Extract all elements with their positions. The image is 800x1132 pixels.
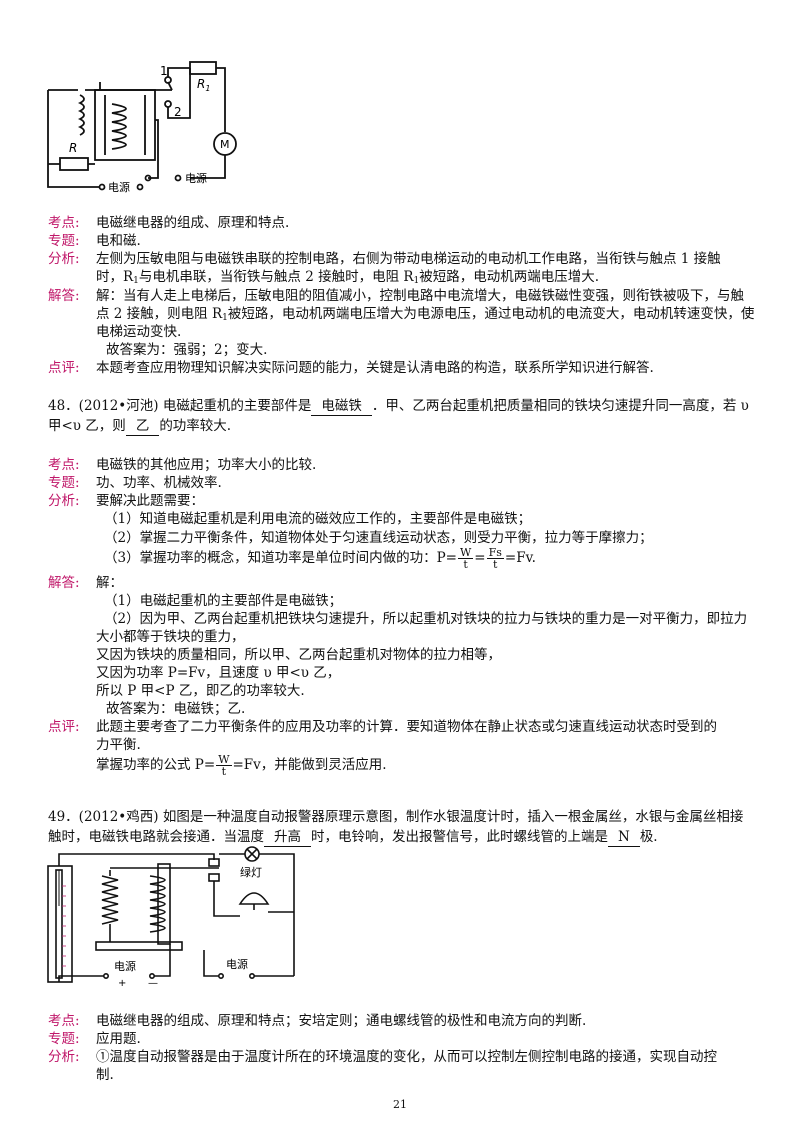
s48-kaodian: 电磁铁的其他应用；功率大小的比较. [96, 457, 317, 473]
q49-blank-1: 升高 [264, 828, 311, 847]
s48-answer: 故答案为：电磁铁；乙. [106, 701, 246, 717]
zhuanti-label: 专题: [48, 475, 80, 491]
r-label: R [69, 141, 77, 155]
page-number: 21 [393, 1098, 407, 1111]
s47-jieda-line2: 点 2 接触，则电阻 R1被短路，电动机两端电压增大为电源电压，通过电动机的电流… [96, 306, 755, 323]
s47-answer: 故答案为：强弱；2；变大. [106, 342, 268, 358]
s47-fenxi-line2: 时，R1与电机串联，当衔铁与触点 2 接触时，电阻 R1被短路，电动机两端电压增… [96, 269, 600, 286]
s48-jieda-line7: 所以 P 甲<P 乙，即乙的功率较大. [96, 683, 305, 699]
s48-fenxi-line1: 要解决此题需要： [96, 493, 204, 509]
q49-line2: 触时，电磁铁电路就会接通．当温度升高时，电铃响，发出报警信号，此时螺线管的上端是… [48, 828, 658, 847]
contact-1-label: 1 [160, 64, 168, 78]
q49-blank-2: N [608, 828, 640, 847]
q48-blank-1: 电磁铁 [311, 397, 372, 416]
source-label-2: 电源 [185, 171, 207, 185]
q48-line1: 48．(2012•河池) 电磁起重机的主要部件是电磁铁．甲、乙两台起重机把质量相… [48, 397, 749, 416]
s47-kaodian: 电磁继电器的组成、原理和特点. [96, 215, 290, 231]
kaodian-label: 考点: [48, 1013, 80, 1029]
plus-sign: + [118, 978, 126, 986]
s48-jieda-line2: （1）电磁起重机的主要部件是电磁铁； [104, 593, 343, 609]
figure-temperature-alarm-circuit: 绿灯 电源 电源 + — [47, 846, 295, 986]
jieda-label: 解答: [48, 288, 80, 304]
s47-fenxi-line1: 左侧为压敏电阻与电磁铁串联的控制电路，右侧为带动电梯运动的电动机工作电路，当衔铁… [96, 251, 721, 267]
s49-zhuanti: 应用题. [96, 1031, 141, 1047]
s48-fenxi-line3: （2）掌握二力平衡条件，知道物体处于匀速直线运动状态，则受力平衡，拉力等于摩擦力… [104, 530, 653, 546]
s47-dianping: 本题考查应用物理知识解决实际问题的能力，关键是认清电路的构造，联系所学知识进行解… [96, 360, 654, 376]
source-label-2: 电源 [226, 957, 248, 971]
zhuanti-label: 专题: [48, 233, 80, 249]
r1-label: R1 [197, 77, 210, 93]
s47-jieda-line1: 解：当有人走上电梯后，压敏电阻的阻值减小，控制电路中电流增大，电磁铁磁性变强，则… [96, 288, 744, 304]
s49-fenxi-line2: 制. [96, 1067, 114, 1083]
fenxi-label: 分析: [48, 251, 80, 267]
s48-dianping-line1: 此题主要考查了二力平衡条件的应用及功率的计算．要知道物体在静止状态或匀速直线运动… [96, 719, 717, 735]
jieda-label: 解答: [48, 575, 80, 591]
source-label-1: 电源 [108, 180, 130, 194]
s49-fenxi-line1: ①温度自动报警器是由于温度计所在的环境温度的变化，从而可以控制左侧控制电路的接通… [96, 1049, 717, 1065]
kaodian-label: 考点: [48, 457, 80, 473]
q49-line1: 49．(2012•鸡西) 如图是一种温度自动报警器原理示意图，制作水银温度计时，… [48, 809, 744, 825]
dianping-label: 点评: [48, 360, 80, 376]
s47-jieda-line3: 电梯运动变快. [96, 324, 182, 340]
s48-jieda-line1: 解： [96, 575, 123, 591]
contact-2-label: 2 [174, 105, 182, 119]
s47-zhuanti: 电和磁. [96, 233, 141, 249]
s48-zhuanti: 功、功率、机械效率. [96, 475, 222, 491]
green-lamp-label: 绿灯 [240, 865, 262, 879]
s48-fenxi-line2: （1）知道电磁起重机是利用电流的磁效应工作的，主要部件是电磁铁； [104, 511, 532, 527]
q48-blank-2: 乙 [125, 417, 160, 436]
s48-jieda-line3: （2）因为甲、乙两台起重机把铁块匀速提升，所以起重机对铁块的拉力与铁块的重力是一… [104, 611, 748, 627]
motor-label: M [220, 138, 230, 151]
fenxi-label: 分析: [48, 1049, 80, 1065]
zhuanti-label: 专题: [48, 1031, 80, 1047]
dianping-label: 点评: [48, 719, 80, 735]
s49-kaodian: 电磁继电器的组成、原理和特点；安培定则；通电螺线管的极性和电流方向的判断. [96, 1013, 587, 1029]
figure-elevator-relay-circuit: 1 2 R1 R M 电源 电源 [47, 61, 237, 194]
s48-jieda-line6: 又因为功率 P=Fv，且速度 υ 甲<υ 乙， [96, 665, 341, 681]
s48-jieda-line5: 又因为铁块的质量相同，所以甲、乙两台起重机对物体的拉力相等， [96, 647, 501, 663]
minus-sign: — [148, 978, 158, 986]
s48-dianping-line2: 力平衡. [96, 737, 141, 753]
source-label-1: 电源 [114, 959, 136, 973]
s48-jieda-line4: 大小都等于铁块的重力， [96, 629, 245, 645]
q48-line2: 甲<υ 乙，则乙的功率较大. [48, 417, 232, 436]
kaodian-label: 考点: [48, 215, 80, 231]
fenxi-label: 分析: [48, 493, 80, 509]
